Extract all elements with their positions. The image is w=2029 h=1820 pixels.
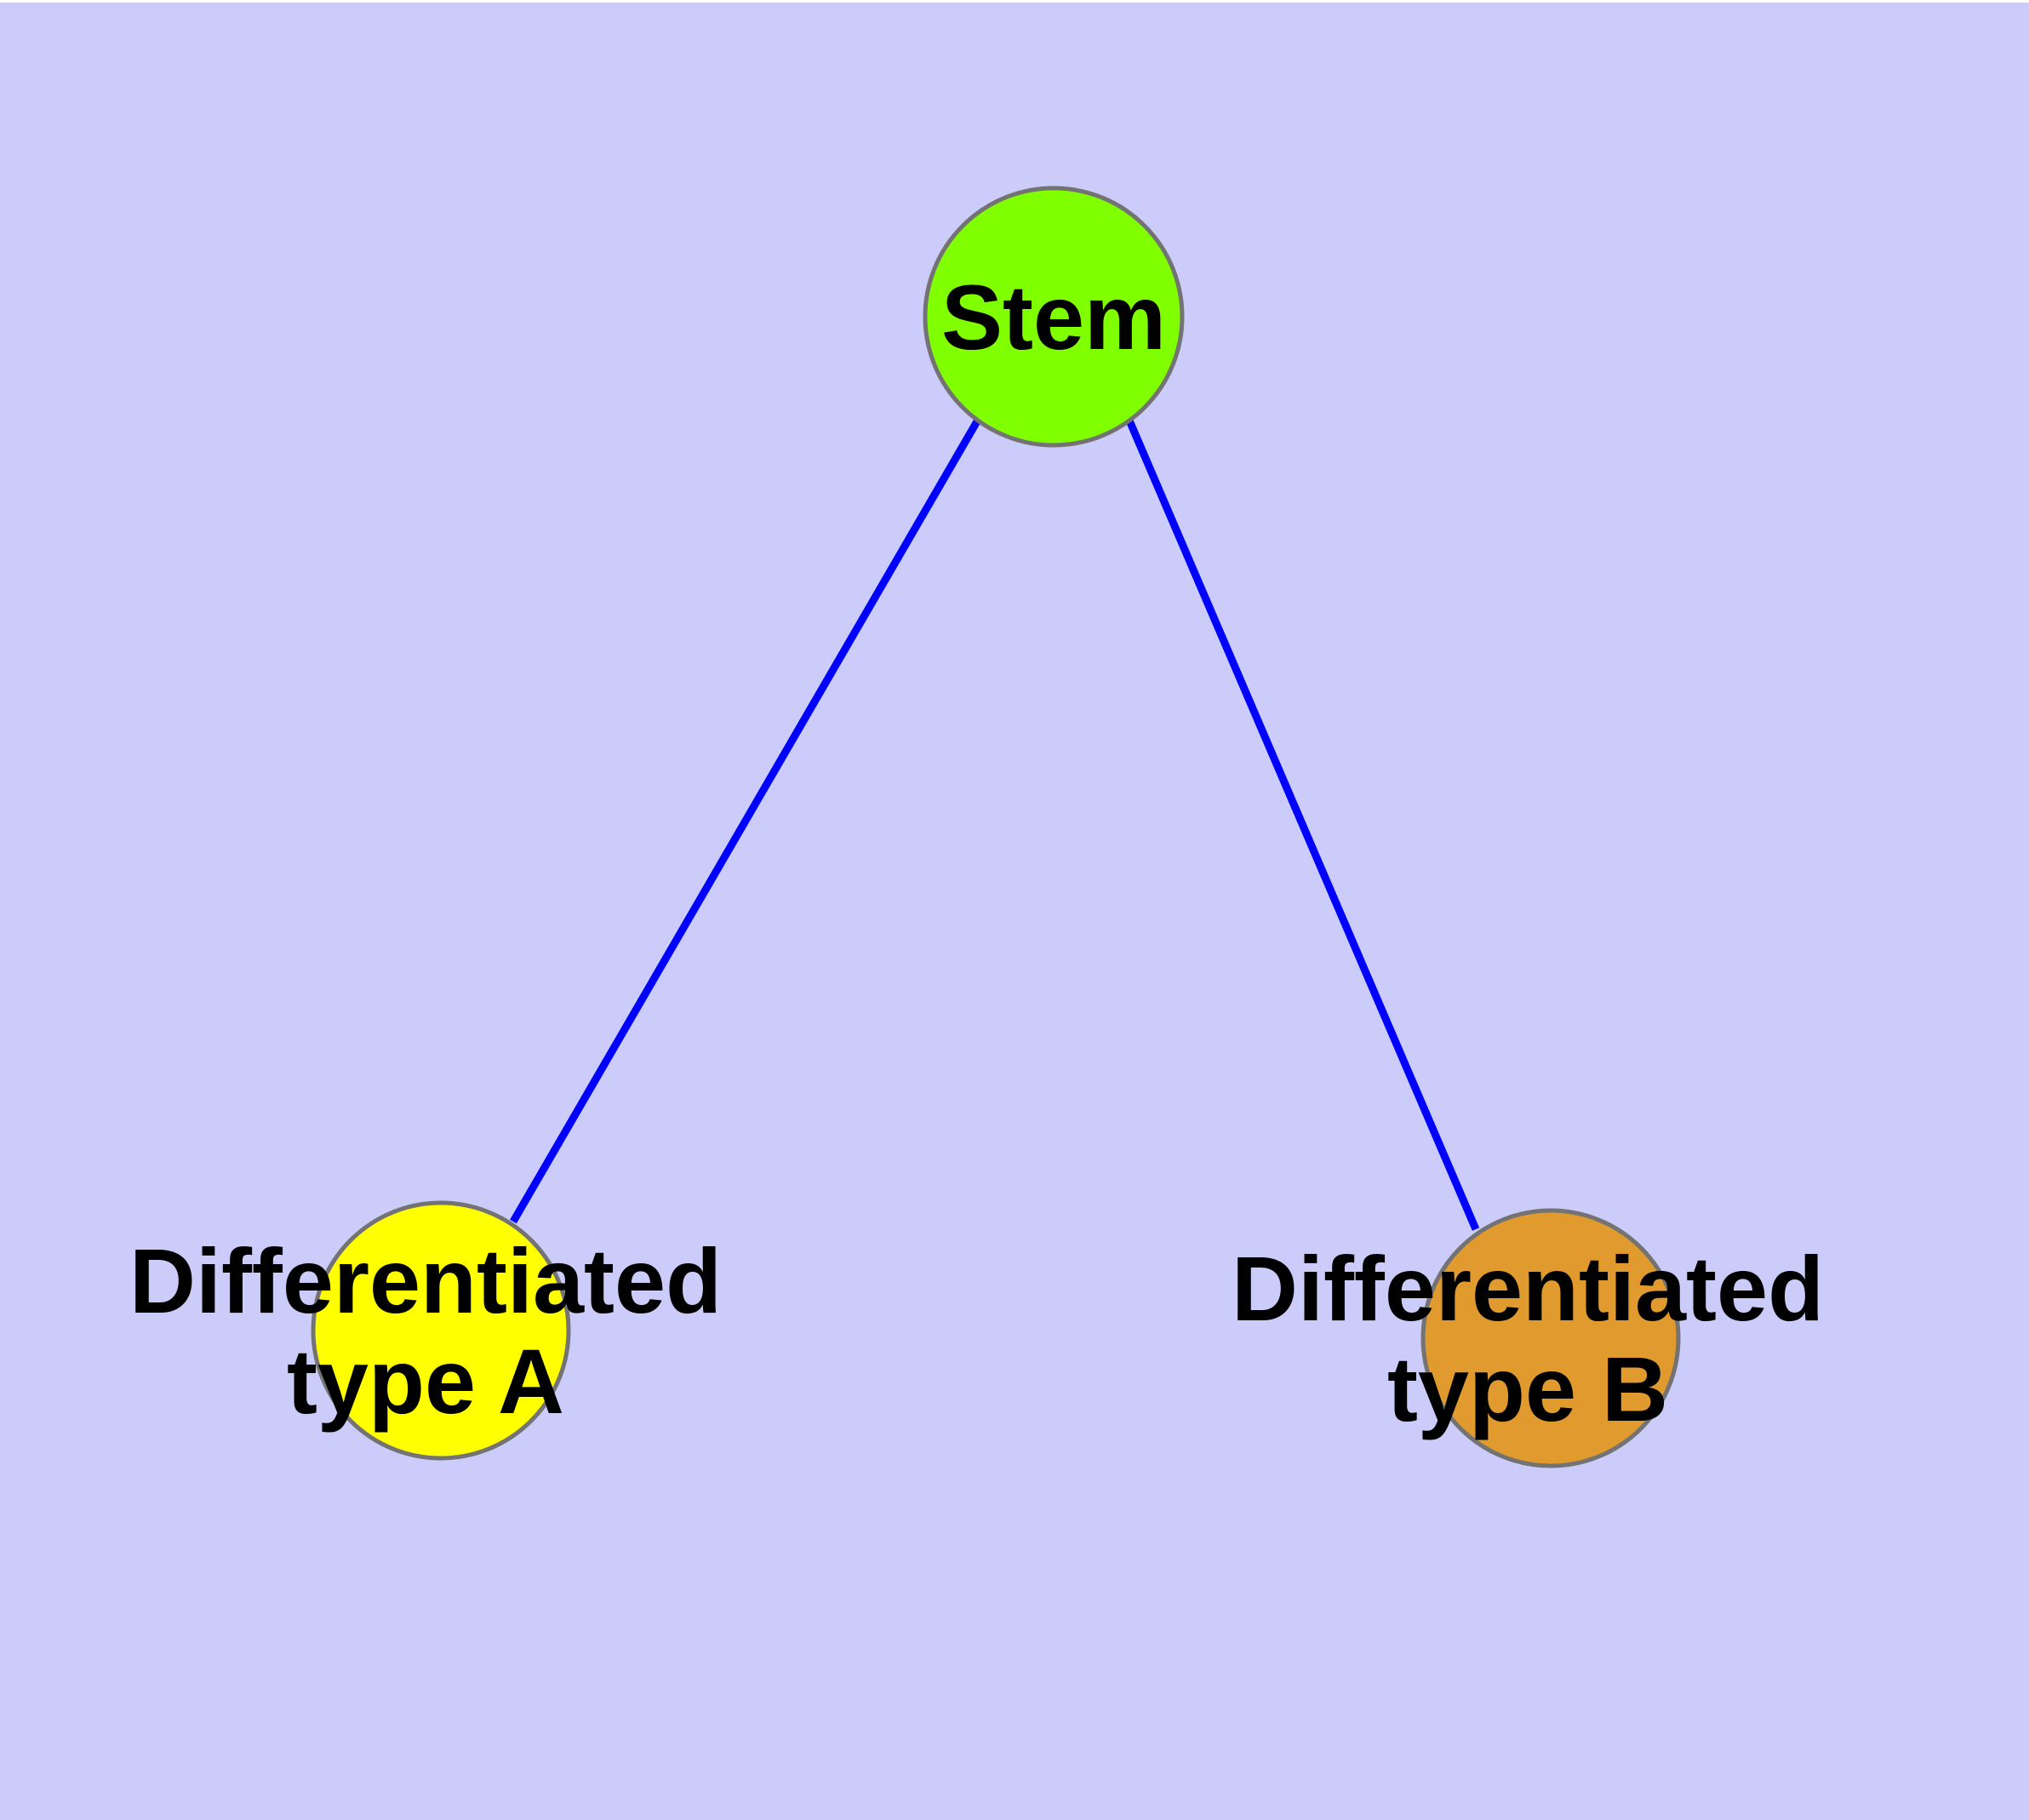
node-label-differentiated-type-b-line-2: type B xyxy=(1387,1337,1668,1440)
edge-stem-to-type-b[interactable] xyxy=(1125,419,1480,1231)
node-label-differentiated-type-b-line-1: Differentiated xyxy=(1232,1237,1824,1340)
node-circle-stem[interactable] xyxy=(923,186,1185,448)
node-label-stem-line-1: Stem xyxy=(941,266,1166,369)
edges-layer xyxy=(510,419,1480,1231)
node-circle-differentiated-type-a[interactable] xyxy=(311,1200,571,1461)
node-label-differentiated-type-a-line-1: Differentiated xyxy=(129,1229,722,1332)
node-label-differentiated-type-a-line-2: type A xyxy=(287,1330,564,1433)
edge-stem-to-type-a[interactable] xyxy=(510,419,980,1224)
node-circle-differentiated-type-b[interactable] xyxy=(1420,1208,1681,1468)
node-stem[interactable]: Stem xyxy=(923,186,1185,448)
top-white-strip xyxy=(0,0,2029,3)
